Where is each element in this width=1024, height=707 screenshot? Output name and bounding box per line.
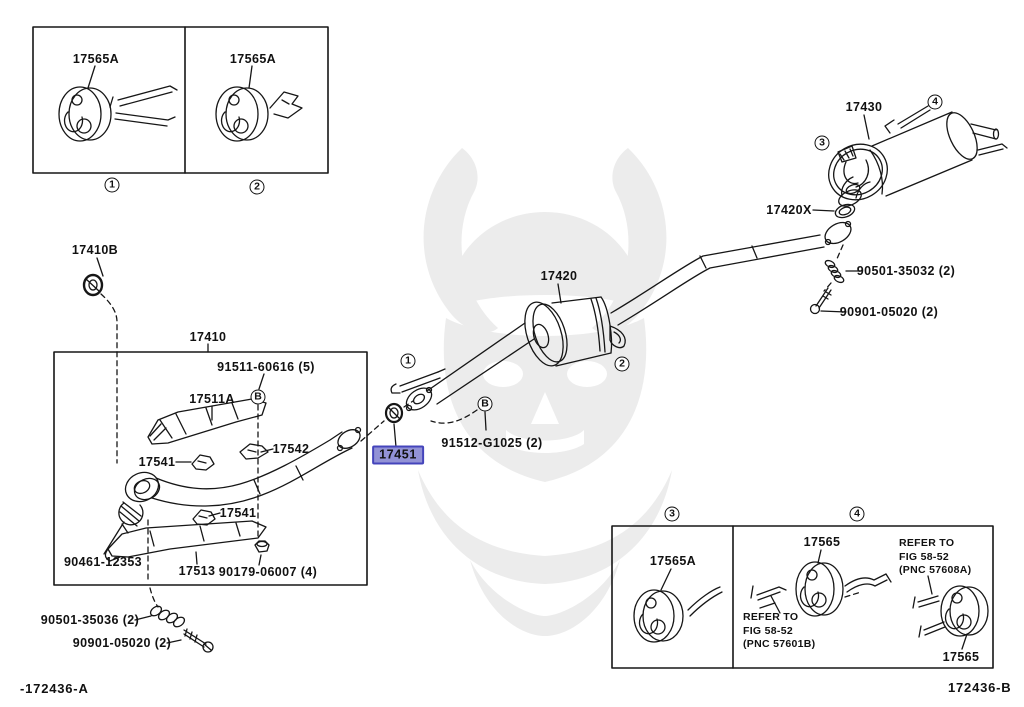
hanger-ring-drawing-e bbox=[912, 585, 989, 638]
part-label-17565a-c[interactable]: 17565A bbox=[649, 554, 697, 568]
part-label-91512-g1025[interactable]: 91512-G1025 (2) bbox=[441, 436, 543, 450]
grommet-17410b-drawing bbox=[82, 273, 104, 297]
part-label-17430[interactable]: 17430 bbox=[845, 100, 883, 114]
nut-90179-drawing bbox=[254, 540, 270, 553]
part-label-17541-upper[interactable]: 17541 bbox=[138, 455, 176, 469]
rear-muffler-17430-drawing bbox=[828, 105, 1008, 207]
spring-bolt-left-drawing bbox=[149, 605, 214, 653]
gasket-17451-drawing bbox=[384, 402, 404, 424]
bracket-17541-upper-drawing bbox=[191, 454, 215, 471]
part-label-17410[interactable]: 17410 bbox=[189, 330, 227, 344]
pin-drawing-a bbox=[109, 85, 178, 127]
part-label-17565a-a[interactable]: 17565A bbox=[72, 52, 120, 66]
part-label-17511a[interactable]: 17511A bbox=[189, 392, 235, 406]
note-refer-57601b: REFER TO FIG 58-52 (PNC 57601B) bbox=[743, 611, 816, 651]
part-label-91511-60616[interactable]: 91511-60616 (5) bbox=[217, 360, 315, 374]
hanger-comparison-panel bbox=[32, 26, 329, 174]
center-pipe-flange-drawing bbox=[390, 368, 446, 412]
dashed-connection-lines bbox=[100, 244, 862, 608]
part-label-17420x[interactable]: 17420X bbox=[766, 203, 812, 217]
part-label-90501-35032[interactable]: 90501-35032 (2) bbox=[856, 264, 956, 278]
bracket-17542-drawing bbox=[239, 443, 269, 460]
part-label-90179-06007[interactable]: 90179-06007 (4) bbox=[218, 565, 318, 579]
front-pipe-box bbox=[53, 351, 368, 586]
part-label-90501-35036[interactable]: 90501-35036 (2) bbox=[40, 613, 140, 627]
callout-3-rear: 3 bbox=[814, 135, 830, 151]
heat-shield-17513-drawing bbox=[104, 520, 267, 562]
callout-1-panel: 1 bbox=[104, 177, 120, 193]
watermark-mask-logo bbox=[418, 148, 672, 636]
part-label-17420[interactable]: 17420 bbox=[540, 269, 578, 283]
part-label-17541-lower[interactable]: 17541 bbox=[219, 506, 257, 520]
part-label-90901-05020-left[interactable]: 90901-05020 (2) bbox=[72, 636, 172, 650]
tailpipe-flange-drawing bbox=[824, 220, 852, 246]
leader-lines bbox=[87, 65, 968, 650]
front-pipe-drawing bbox=[124, 426, 362, 507]
hanger-ring-drawing-a bbox=[58, 86, 112, 142]
part-label-17410b[interactable]: 17410B bbox=[71, 243, 119, 257]
callout-4-rear: 4 bbox=[927, 94, 943, 110]
callout-2-panel: 2 bbox=[249, 179, 265, 195]
callout-4-panel: 4 bbox=[849, 506, 865, 522]
hanger-ring-drawing-b bbox=[215, 86, 269, 142]
heat-shield-17511a-drawing bbox=[147, 398, 267, 445]
hanger-detail-panel bbox=[611, 525, 994, 669]
hanger-ring-drawing-c bbox=[633, 586, 723, 643]
part-label-17565-right[interactable]: 17565 bbox=[942, 650, 980, 664]
part-label-90461-12353[interactable]: 90461-12353 bbox=[63, 555, 143, 569]
callout-b-main: B bbox=[250, 389, 266, 405]
tailpipe-drawing bbox=[610, 234, 825, 326]
part-label-17513[interactable]: 17513 bbox=[178, 564, 216, 578]
part-label-17565-mid[interactable]: 17565 bbox=[803, 535, 841, 549]
callout-3-panel: 3 bbox=[664, 506, 680, 522]
hanger-ring-drawing-d bbox=[750, 561, 892, 617]
clamp-90461-drawing bbox=[118, 501, 144, 534]
part-label-17451-selected[interactable]: 17451 bbox=[372, 445, 424, 465]
figure-code-a: -172436-A bbox=[20, 681, 89, 696]
callout-b-center: B bbox=[477, 396, 493, 412]
figure-code-b: 172436-B bbox=[948, 680, 1012, 695]
muffler-17420-drawing bbox=[426, 296, 626, 405]
callout-1-main: 1 bbox=[400, 353, 416, 369]
note-refer-57608a: REFER TO FIG 58-52 (PNC 57608A) bbox=[899, 537, 972, 577]
spring-bolt-rear-drawing bbox=[809, 259, 845, 315]
part-label-17542[interactable]: 17542 bbox=[272, 442, 310, 456]
bracket-drawing-b bbox=[269, 91, 303, 119]
part-label-90901-05020-right[interactable]: 90901-05020 (2) bbox=[839, 305, 939, 319]
callout-2-main: 2 bbox=[614, 356, 630, 372]
part-label-17565a-b[interactable]: 17565A bbox=[229, 52, 277, 66]
